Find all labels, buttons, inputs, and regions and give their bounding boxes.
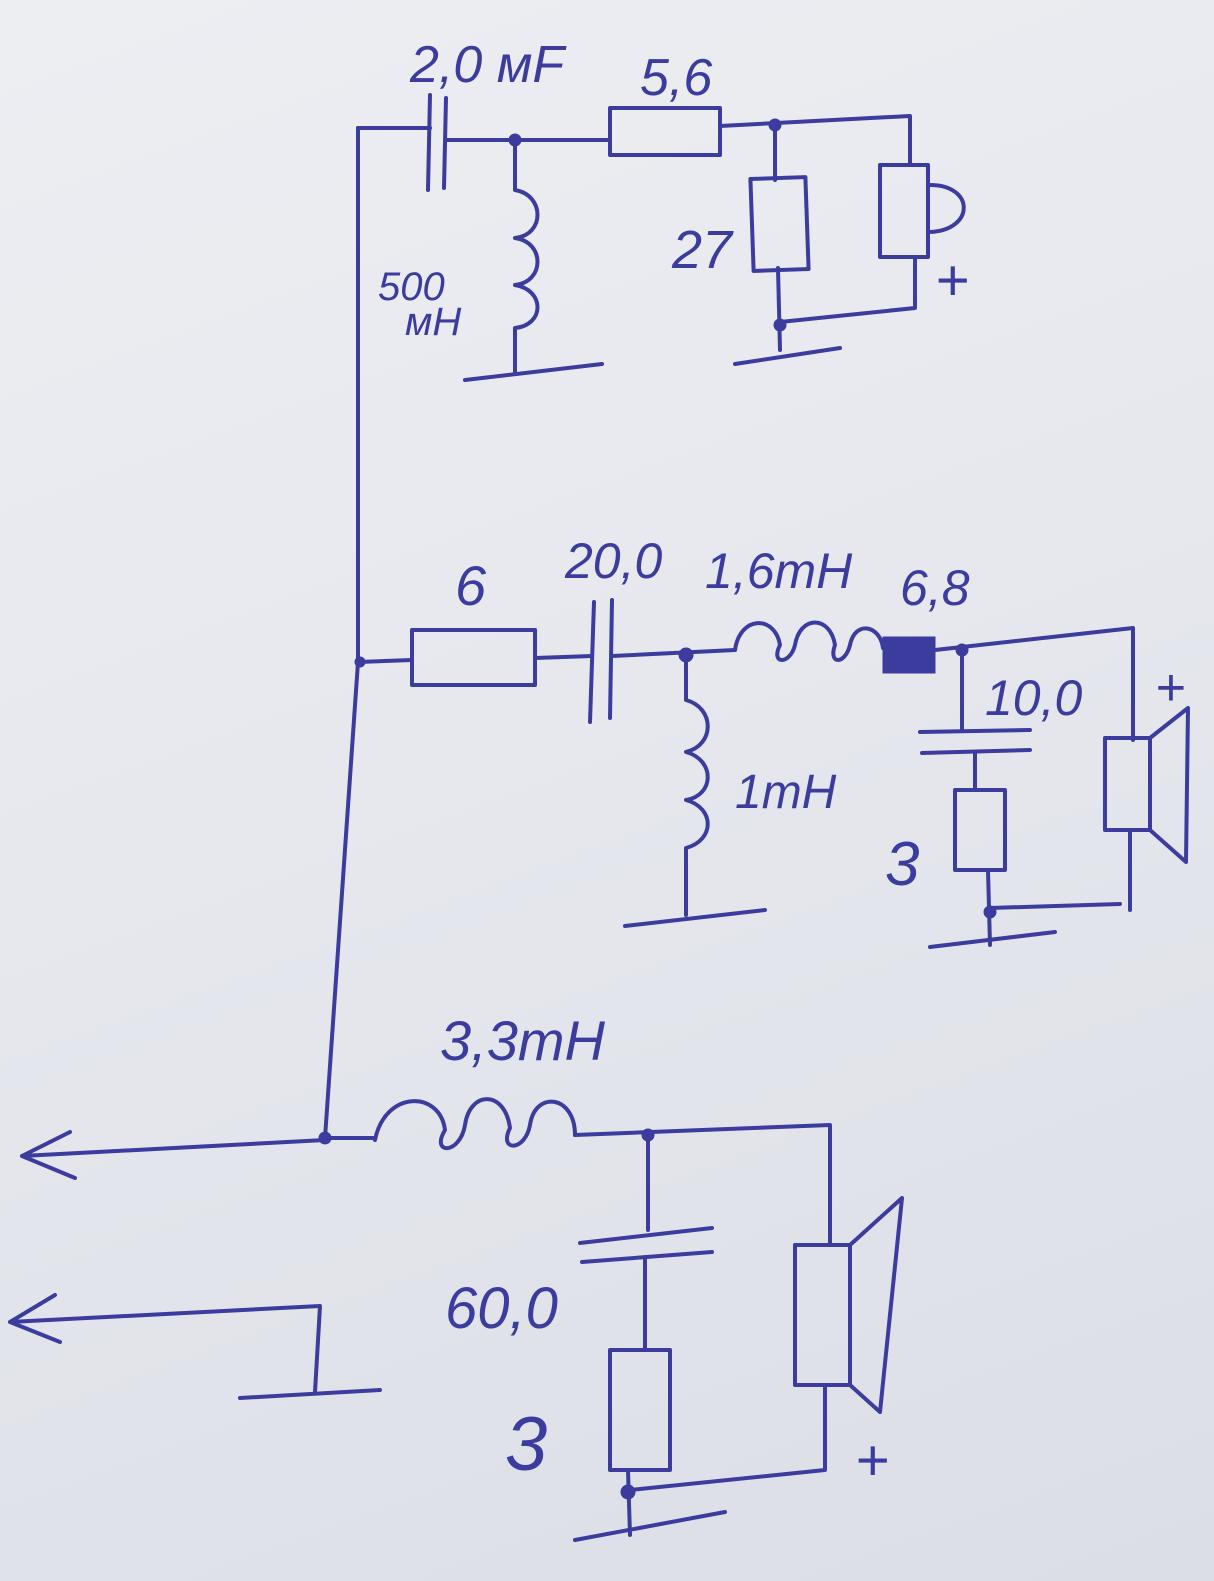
capacitor-label: 2,0 мF [409, 36, 567, 94]
inductor-label: 500 [378, 265, 445, 309]
midrange-branch: + 6 20,0 1,6mH 6,8 1mH 10,0 3 [356, 533, 1190, 949]
resistor-label: 27 [671, 220, 734, 280]
resistor-symbol [608, 1348, 672, 1472]
main-bus-wire [323, 126, 360, 1140]
wire [718, 114, 912, 167]
input-wire-positive [20, 1130, 327, 1180]
capacitor-symbol [578, 1226, 714, 1264]
tweeter-speaker-symbol [878, 163, 930, 259]
inductor-label: 1,6mH [705, 543, 853, 599]
resistor-symbol-filled [882, 636, 936, 674]
resistor-label: 5,6 [640, 49, 712, 107]
resistor-symbol [608, 106, 722, 157]
resistor-label: 3 [885, 830, 919, 899]
polarity-plus: + [935, 248, 969, 313]
inductor-label: 1mH [735, 766, 837, 819]
speaker-cone [848, 1196, 904, 1414]
ground-symbol [928, 930, 1057, 949]
ground-symbol [733, 346, 842, 366]
input-wire-negative [8, 1293, 322, 1394]
wire [610, 648, 737, 658]
wire [628, 1386, 827, 1492]
capacitor-symbol [426, 93, 448, 192]
junction-node [620, 1484, 636, 1500]
woofer-speaker-symbol [793, 1243, 852, 1387]
polarity-plus: + [855, 1428, 889, 1493]
wire [773, 123, 782, 352]
wire [533, 654, 594, 660]
inductor-label: 3,3mH [440, 1009, 605, 1072]
resistor-label: 3 [505, 1402, 547, 1487]
wire [778, 255, 917, 324]
capacitor-symbol [588, 598, 614, 724]
resistor-label: 6 [455, 554, 487, 617]
wire [573, 1123, 832, 1247]
ground-symbol [623, 908, 767, 928]
capacitor-label: 60,0 [445, 1276, 558, 1341]
capacitor-label: 20,0 [564, 533, 663, 589]
ground-symbol [573, 1510, 727, 1542]
woofer-branch: + 3,3mH 60,0 3 [8, 1009, 904, 1542]
tweeter-dome [928, 183, 966, 234]
capacitor-symbol [918, 728, 1032, 755]
wire [356, 658, 414, 664]
resistor-symbol [410, 628, 537, 687]
resistor-symbol [953, 788, 1007, 872]
ground-symbol [463, 362, 604, 382]
wire [988, 902, 1122, 910]
tweeter-branch: + 2,0 мF 5,6 27 500 мН [356, 36, 969, 382]
capacitor-label: 10,0 [985, 670, 1083, 726]
inductor-symbol [684, 653, 710, 917]
inductor-symbol [733, 620, 885, 662]
ground-symbol [238, 1388, 382, 1400]
inductor-symbol [373, 1097, 577, 1151]
midrange-speaker-symbol [1103, 736, 1152, 832]
wire [933, 626, 1135, 742]
wire [626, 1133, 650, 1537]
polarity-plus: + [1155, 659, 1185, 717]
resistor-label: 6,8 [900, 560, 970, 616]
resistor-symbol [748, 175, 811, 273]
inductor-label-unit: мН [405, 300, 461, 344]
inductor-symbol [513, 138, 540, 374]
speaker-cone [1148, 706, 1190, 864]
